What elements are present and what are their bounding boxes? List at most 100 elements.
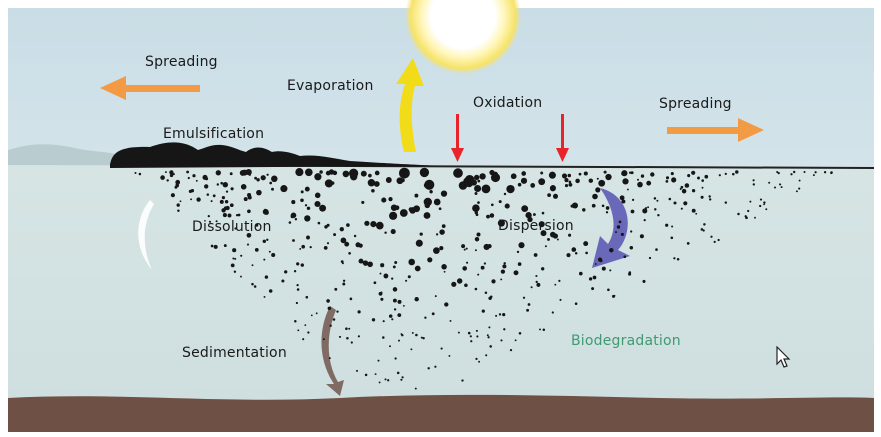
oil-droplet [668, 197, 672, 201]
oil-droplet [622, 178, 629, 185]
oil-droplet [247, 209, 251, 214]
oil-droplet [451, 281, 457, 287]
oil-droplet [619, 195, 625, 201]
oil-droplet [394, 261, 398, 264]
oil-droplet [630, 209, 635, 214]
evaporation-arrow [396, 58, 424, 152]
oil-droplet [399, 167, 410, 179]
oil-droplet [375, 221, 384, 230]
oil-droplet [656, 199, 659, 202]
oil-droplet [564, 178, 569, 183]
oil-droplet [309, 245, 312, 249]
oil-droplet [419, 232, 423, 236]
oil-droplet [190, 198, 193, 201]
sedimentation-label: Sedimentation [182, 345, 287, 361]
oil-droplet [477, 201, 480, 204]
oil-droplet [339, 227, 344, 232]
oil-droplet [374, 373, 377, 376]
oil-droplet [605, 206, 610, 210]
oil-droplet [554, 283, 557, 286]
oil-droplet [423, 212, 431, 219]
oxidation-arrows [451, 114, 569, 162]
evaporation-label: Evaporation [287, 78, 374, 94]
oil-droplet [697, 176, 700, 180]
oil-droplet [407, 275, 411, 279]
oil-droplet [220, 181, 223, 185]
oil-droplet [647, 206, 650, 209]
oil-droplet [314, 173, 322, 181]
oil-droplet [592, 275, 597, 280]
oil-droplet [300, 263, 304, 267]
oil-droplet [613, 294, 616, 297]
oil-droplet [207, 214, 210, 218]
oil-droplet [319, 204, 327, 212]
oil-droplet [752, 183, 755, 186]
oil-droplet [653, 197, 657, 200]
oil-droplet [346, 223, 350, 227]
oil-droplet [747, 209, 750, 213]
oil-droplet [500, 278, 503, 281]
oil-droplet [213, 244, 218, 249]
oil-droplet [673, 257, 676, 260]
oil-droplet [264, 210, 269, 215]
oil-droplet [700, 228, 704, 231]
oil-droplet [640, 174, 645, 178]
oil-droplet [382, 320, 385, 323]
oil-droplet [232, 257, 235, 260]
oil-droplet [394, 357, 397, 360]
oil-droplet [592, 193, 598, 200]
oil-droplet [691, 189, 696, 193]
oil-droplet [469, 335, 472, 338]
oil-droplet [414, 193, 419, 198]
oil-droplet [410, 348, 413, 351]
oil-droplet [205, 177, 209, 181]
oil-droplet [324, 225, 328, 229]
oil-droplet [618, 220, 622, 224]
oil-droplet [483, 262, 487, 265]
oil-droplet [256, 189, 262, 196]
oil-droplet [234, 227, 237, 230]
oil-droplet [484, 291, 488, 294]
oil-droplet [646, 180, 652, 186]
mouse-cursor-icon [776, 346, 791, 368]
emulsification-label: Emulsification [163, 126, 265, 142]
oil-droplet [776, 170, 779, 174]
oil-droplet [176, 203, 180, 207]
oil-droplet [701, 179, 704, 182]
oil-droplet [481, 184, 491, 194]
oil-droplet [240, 184, 247, 190]
dispersion-label: Dispersion [498, 218, 574, 234]
oil-droplet [578, 271, 583, 276]
oil-droplet [473, 174, 480, 181]
oil-droplet [745, 216, 748, 220]
oil-droplet [567, 173, 572, 178]
oil-droplet [377, 359, 380, 362]
oil-droplet [384, 231, 387, 234]
oil-droplet [134, 171, 137, 175]
oil-droplet [342, 279, 346, 282]
oil-droplet [605, 173, 612, 181]
oil-droplet [670, 236, 674, 240]
oil-droplet [490, 203, 494, 207]
oil-droplet [680, 185, 684, 189]
oil-droplet [474, 249, 477, 252]
oil-droplet [401, 376, 404, 379]
oil-droplet [552, 193, 559, 199]
oil-droplet [488, 326, 491, 329]
oil-droplet [598, 179, 606, 187]
oil-droplet [539, 328, 541, 331]
oil-droplet [367, 261, 373, 268]
oil-droplet [474, 287, 478, 291]
oil-droplet [497, 219, 505, 227]
oil-droplet [681, 188, 687, 194]
oil-droplet [467, 331, 471, 335]
oil-droplet [558, 279, 561, 283]
oil-droplet [479, 173, 486, 180]
oil-droplet [564, 184, 569, 188]
oil-droplet [605, 211, 609, 214]
oil-droplet [344, 241, 350, 247]
oil-droplet [256, 178, 260, 182]
oil-droplet [380, 297, 384, 301]
oil-droplet [478, 360, 481, 363]
